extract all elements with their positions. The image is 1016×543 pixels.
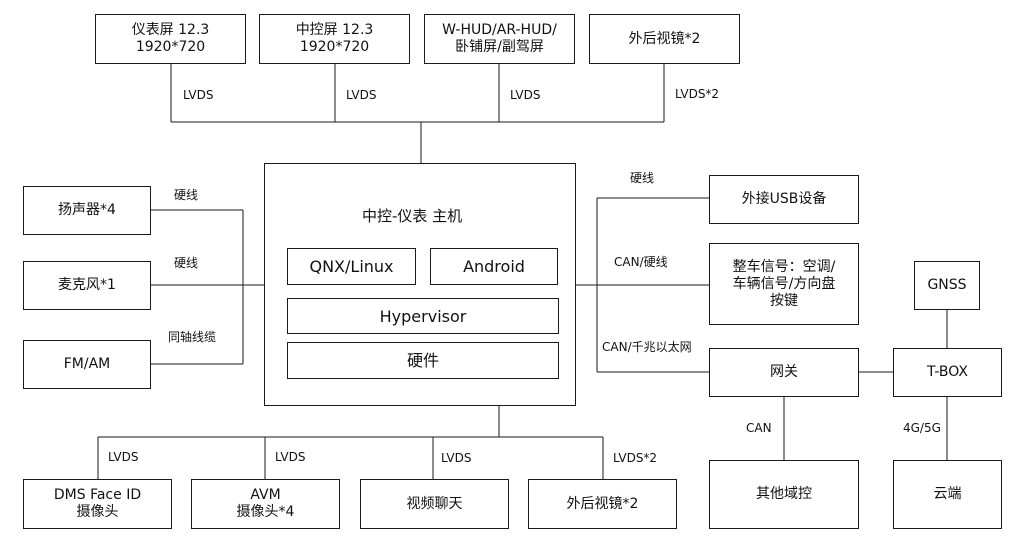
video-chat-label: 视频聊天 bbox=[406, 495, 463, 512]
speaker-link-label: 硬线 bbox=[174, 188, 199, 202]
avm-camera-line2: 摄像头*4 bbox=[236, 504, 295, 520]
vehicle-signal-line1: 整车信号：空调/ bbox=[732, 258, 836, 275]
top-link-label-3: LVDS bbox=[510, 88, 541, 102]
exterior-mirror-bottom-box: 外后视镜*2 bbox=[528, 479, 677, 529]
exterior-mirror-top-box: 外后视镜*2 bbox=[589, 14, 740, 64]
hardware-box: 硬件 bbox=[287, 342, 559, 379]
bottom-link-label-4: LVDS*2 bbox=[613, 451, 658, 465]
usb-device-box: 外接USB设备 bbox=[709, 175, 859, 224]
microphone-label: 麦克风*1 bbox=[58, 277, 116, 293]
vehicle-signal-line3: 按键 bbox=[770, 292, 798, 309]
avm-camera-box: AVM 摄像头*4 bbox=[191, 479, 340, 529]
dms-camera-line2: 摄像头 bbox=[76, 504, 119, 520]
qnx-linux-label: QNX/Linux bbox=[309, 257, 394, 276]
usb-device-label: 外接USB设备 bbox=[741, 191, 827, 207]
hypervisor-box: Hypervisor bbox=[287, 298, 559, 334]
cloud-link-label: 4G/5G bbox=[903, 421, 941, 435]
vehicle-signal-box: 整车信号：空调/ 车辆信号/方向盘 按键 bbox=[709, 243, 859, 325]
instrument-display-resolution: 1920*720 bbox=[135, 39, 206, 55]
host-title: 中控-仪表 主机 bbox=[362, 207, 463, 225]
gnss-label: GNSS bbox=[927, 277, 967, 293]
hypervisor-label: Hypervisor bbox=[379, 306, 467, 326]
android-label: Android bbox=[463, 257, 525, 276]
center-display-name: 中控屏 12.3 bbox=[295, 22, 374, 38]
vehicle-signal-line2: 车辆信号/方向盘 bbox=[732, 275, 836, 292]
exterior-mirror-top-label: 外后视镜*2 bbox=[628, 30, 701, 47]
center-display-resolution: 1920*720 bbox=[299, 39, 370, 55]
qnx-linux-box: QNX/Linux bbox=[287, 248, 416, 285]
tbox-box: T-BOX bbox=[893, 348, 1002, 397]
bottom-link-label-3: LVDS bbox=[441, 451, 472, 465]
center-display-box: 中控屏 12.3 1920*720 bbox=[259, 14, 410, 64]
fm-am-link-label: 同轴线缆 bbox=[168, 330, 217, 344]
usb-link-label: 硬线 bbox=[630, 171, 655, 185]
bottom-link-label-1: LVDS bbox=[108, 450, 139, 464]
other-domain-box: 其他域控 bbox=[709, 460, 859, 529]
video-chat-box: 视频聊天 bbox=[360, 479, 509, 529]
avm-camera-line1: AVM bbox=[250, 487, 281, 503]
hud-display-box: W-HUD/AR-HUD/ 卧铺屏/副驾屏 bbox=[424, 14, 575, 64]
dms-camera-box: DMS Face ID 摄像头 bbox=[23, 479, 172, 529]
speaker-label: 扬声器*4 bbox=[58, 202, 116, 218]
hud-display-line1: W-HUD/AR-HUD/ bbox=[442, 22, 557, 38]
top-link-label-1: LVDS bbox=[183, 88, 214, 102]
microphone-box: 麦克风*1 bbox=[23, 261, 151, 310]
fm-am-box: FM/AM bbox=[23, 340, 151, 389]
instrument-display-box: 仪表屏 12.3 1920*720 bbox=[95, 14, 246, 64]
hud-display-line2: 卧铺屏/副驾屏 bbox=[455, 39, 544, 55]
gnss-box: GNSS bbox=[914, 261, 980, 310]
other-domain-label: 其他域控 bbox=[756, 486, 812, 502]
microphone-link-label: 硬线 bbox=[174, 256, 199, 270]
other-domain-link-label: CAN bbox=[746, 421, 772, 435]
tbox-label: T-BOX bbox=[927, 364, 968, 380]
hardware-label: 硬件 bbox=[406, 351, 439, 370]
gateway-label: 网关 bbox=[770, 364, 798, 380]
top-link-label-4: LVDS*2 bbox=[675, 87, 720, 101]
speaker-box: 扬声器*4 bbox=[23, 186, 151, 235]
cloud-box: 云端 bbox=[893, 460, 1002, 529]
gateway-box: 网关 bbox=[709, 348, 859, 397]
vehicle-link-label: CAN/硬线 bbox=[614, 255, 668, 269]
instrument-display-name: 仪表屏 12.3 bbox=[131, 22, 210, 38]
bottom-link-label-2: LVDS bbox=[275, 450, 306, 464]
gateway-link-label: CAN/千兆以太网 bbox=[602, 340, 692, 354]
dms-camera-line1: DMS Face ID bbox=[53, 487, 142, 503]
fm-am-label: FM/AM bbox=[63, 356, 111, 372]
android-box: Android bbox=[430, 248, 558, 285]
exterior-mirror-bottom-label: 外后视镜*2 bbox=[566, 495, 639, 512]
top-link-label-2: LVDS bbox=[346, 88, 377, 102]
cloud-label: 云端 bbox=[933, 486, 962, 502]
